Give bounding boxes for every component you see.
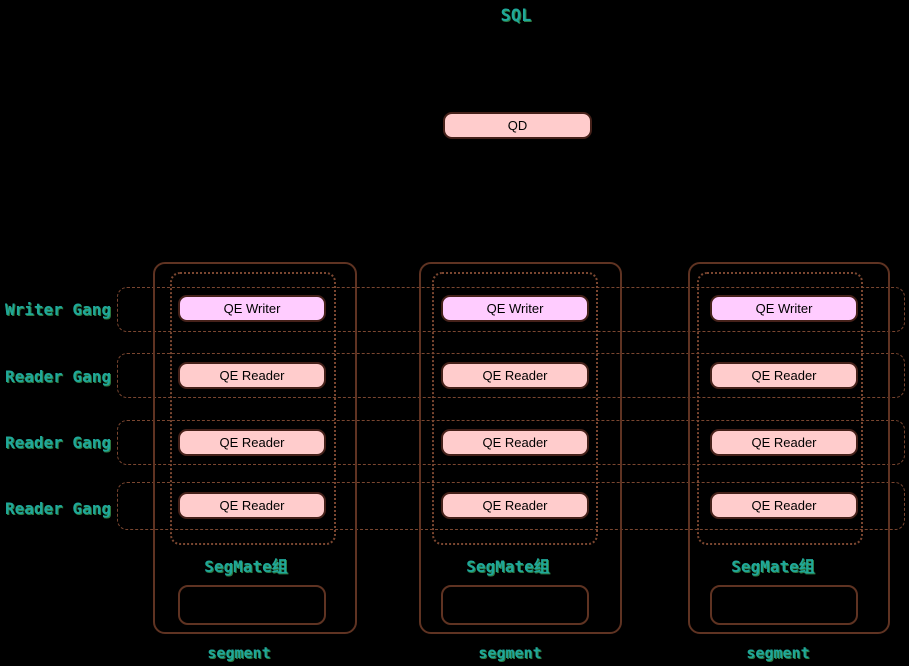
writer-gang-band bbox=[117, 287, 905, 332]
qd-node: QD bbox=[443, 112, 592, 139]
segmate-group-outline-1 bbox=[170, 272, 336, 545]
segment-empty-node-1 bbox=[178, 585, 326, 625]
segment-container-2 bbox=[419, 262, 622, 634]
segment-container-1 bbox=[153, 262, 357, 634]
reader-gang-label-2: Reader Gang bbox=[5, 433, 111, 452]
qe-reader-node: QE Reader bbox=[710, 492, 858, 519]
qe-writer-node: QE Writer bbox=[441, 295, 589, 322]
segment-container-3 bbox=[688, 262, 890, 634]
segmate-group-outline-3 bbox=[697, 272, 863, 545]
reader-gang-label-1: Reader Gang bbox=[5, 367, 111, 386]
reader-gang-label-3: Reader Gang bbox=[5, 499, 111, 518]
qe-reader-node: QE Reader bbox=[441, 492, 589, 519]
segmate-group-label-1: SegMate组 bbox=[204, 557, 288, 576]
segmate-group-label-3: SegMate组 bbox=[731, 557, 815, 576]
segment-label-3: segment bbox=[746, 644, 810, 662]
segment-label-2: segment bbox=[478, 644, 542, 662]
segmate-group-outline-2 bbox=[432, 272, 598, 545]
qe-reader-node: QE Reader bbox=[710, 362, 858, 389]
reader-gang-band-2 bbox=[117, 420, 905, 465]
qe-reader-node: QE Reader bbox=[178, 429, 326, 456]
segment-empty-node-2 bbox=[441, 585, 589, 625]
segment-empty-node-3 bbox=[710, 585, 858, 625]
sql-title: SQL bbox=[500, 6, 532, 26]
qe-reader-node: QE Reader bbox=[178, 362, 326, 389]
writer-gang-label: Writer Gang bbox=[5, 300, 111, 319]
segmate-group-label-2: SegMate组 bbox=[466, 557, 550, 576]
reader-gang-band-1 bbox=[117, 353, 905, 398]
segment-label-1: segment bbox=[207, 644, 271, 662]
qe-reader-node: QE Reader bbox=[178, 492, 326, 519]
qe-writer-node: QE Writer bbox=[710, 295, 858, 322]
qe-reader-node: QE Reader bbox=[710, 429, 858, 456]
qe-reader-node: QE Reader bbox=[441, 362, 589, 389]
qe-writer-node: QE Writer bbox=[178, 295, 326, 322]
reader-gang-band-3 bbox=[117, 482, 905, 530]
qe-reader-node: QE Reader bbox=[441, 429, 589, 456]
